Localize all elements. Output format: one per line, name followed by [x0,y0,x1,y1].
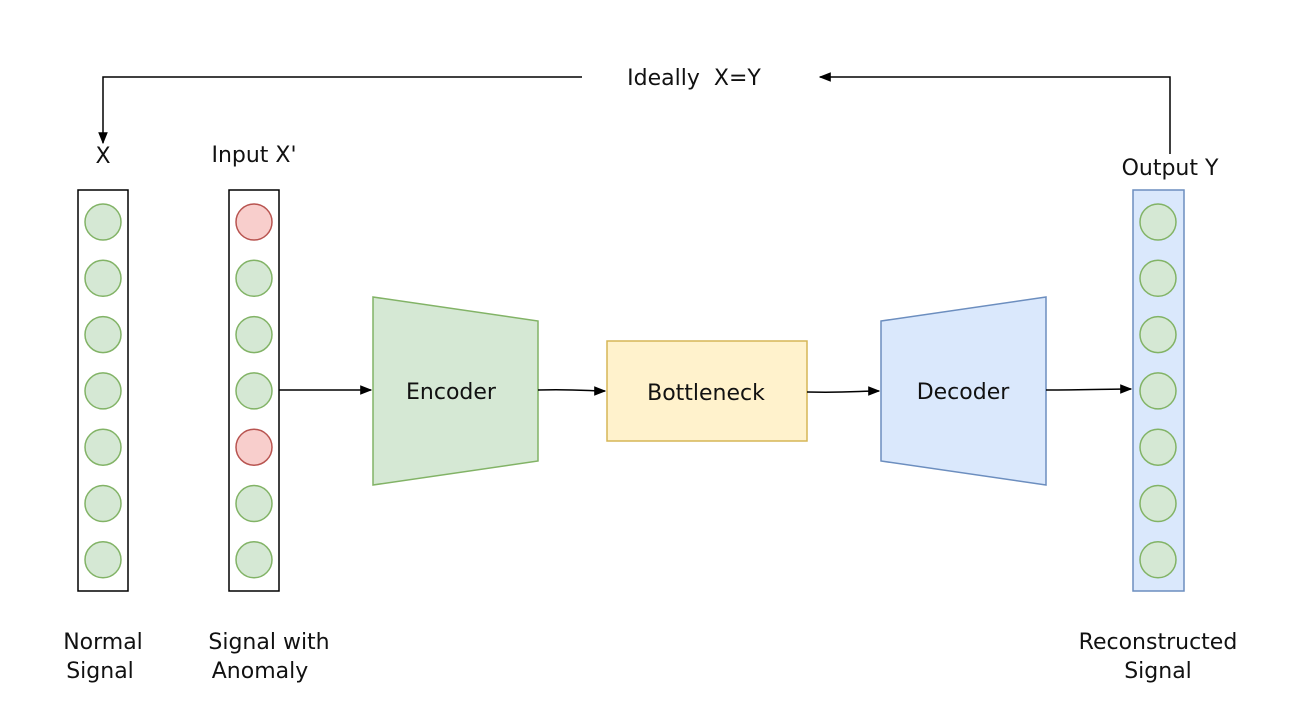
input-signal-column [228,189,280,592]
decoder-label: Decoder [917,380,1011,405]
normal-normal-node [84,203,122,241]
input-column-nodes [235,203,273,579]
feedback-arrow-left-segment [98,76,582,145]
input-normal-node [235,372,273,410]
output-normal-node [1139,372,1177,410]
encoder-block: Encoder [372,296,539,486]
normal-normal-node [84,541,122,579]
feedback-arrow-right-segment [818,72,1171,154]
input-normal-node [235,484,273,523]
input-normal-node [235,541,273,579]
arrow-encoder-to-bottleneck [537,386,607,396]
decoder-block: Decoder [880,296,1047,486]
encoder-shape [372,296,539,486]
normal-normal-node [84,259,122,298]
decoder-shape [880,296,1047,486]
input-caption-line1: Signal with [208,630,329,655]
normal-normal-node [84,372,122,410]
output-signal-column [1132,189,1185,592]
normal-normal-node [84,315,122,354]
output-normal-node [1139,484,1177,523]
arrow-decoder-to-output [1045,384,1133,394]
output-normal-node [1139,315,1177,354]
normal-column-nodes [84,203,122,579]
input-normal-node [235,315,273,354]
normal-caption-line2: Signal [66,659,134,684]
input-normal-node [235,259,273,298]
input-caption-line2: Anomaly [212,659,309,684]
input-anomaly-node [235,428,273,466]
normal-signal-column [77,189,129,592]
input-anomaly-node [235,203,273,241]
normal-normal-node [84,428,122,466]
bottleneck-block: Bottleneck [606,340,808,442]
normal-column-top-label: X [95,144,110,169]
output-caption-line2: Signal [1124,659,1192,684]
arrow-bottleneck-to-decoder [806,386,881,396]
output-column-nodes [1139,203,1177,579]
output-normal-node [1139,541,1177,579]
normal-caption-line1: Normal [63,630,143,655]
input-column-top-label: Input X' [211,143,296,168]
normal-normal-node [84,484,122,523]
output-normal-node [1139,259,1177,298]
encoder-label: Encoder [406,380,497,405]
bottleneck-label: Bottleneck [647,381,765,406]
feedback-label: Ideally X=Y [627,66,761,91]
output-normal-node [1139,203,1177,241]
bottleneck-shape [606,340,808,442]
output-column-top-label: Output Y [1122,156,1219,181]
output-normal-node [1139,428,1177,466]
output-caption-line1: Reconstructed [1079,630,1238,655]
